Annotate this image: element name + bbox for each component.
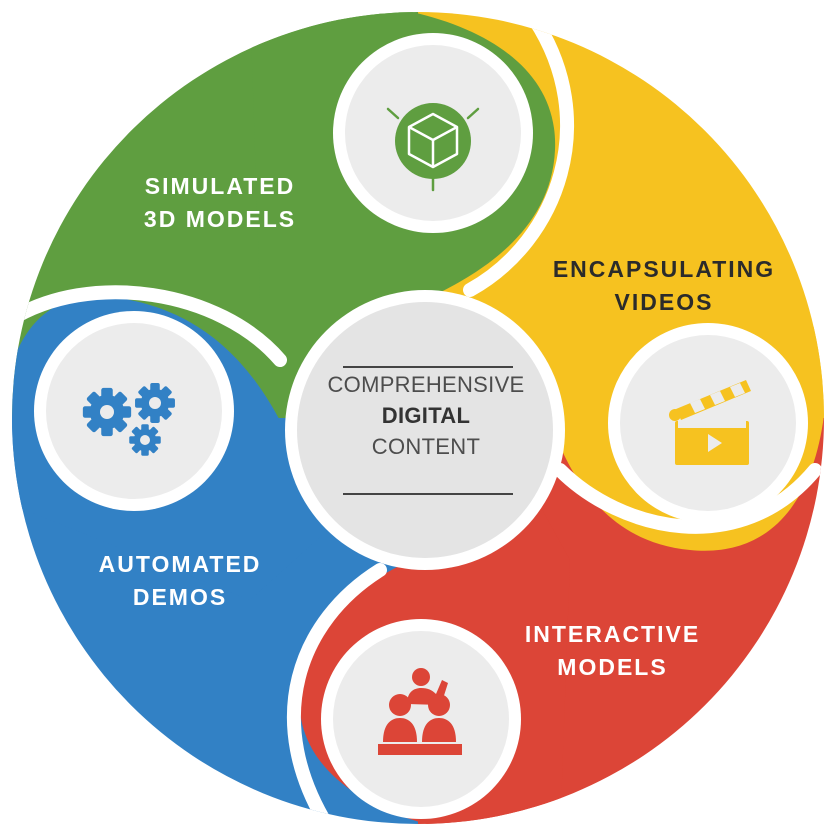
clapperboard-icon	[669, 380, 751, 465]
center-line1: COMPREHENSIVE	[327, 372, 525, 397]
label-blue: AUTOMATED DEMOS	[80, 548, 280, 614]
center-line2: DIGITAL	[381, 403, 471, 428]
cube-icon	[386, 103, 480, 192]
separator-red-blue	[286, 563, 387, 824]
separator-blue-green	[12, 285, 287, 367]
label-red-line1: INTERACTIVE	[524, 621, 701, 647]
label-yellow: ENCAPSULATING VIDEOS	[540, 253, 788, 319]
center-title: COMPREHENSIVE DIGITAL CONTENT	[301, 369, 551, 462]
label-blue-line1: AUTOMATED	[98, 551, 262, 577]
label-red-line2: MODELS	[557, 654, 668, 680]
label-green-line1: SIMULATED	[144, 173, 296, 199]
separator-yellow-red	[553, 463, 822, 534]
icon-circle-blue-inner	[46, 323, 222, 499]
label-green: SIMULATED 3D MODELS	[120, 170, 320, 236]
label-red: INTERACTIVE MODELS	[505, 618, 720, 684]
separator-green-yellow	[463, 13, 574, 297]
label-blue-line2: DEMOS	[132, 584, 228, 610]
label-yellow-line1: ENCAPSULATING	[552, 256, 776, 282]
icon-circle-red-inner	[333, 631, 509, 807]
label-yellow-line2: VIDEOS	[614, 289, 714, 315]
center-line3: CONTENT	[371, 434, 481, 459]
label-green-line2: 3D MODELS	[143, 206, 297, 232]
gears-icon	[82, 383, 175, 456]
presenter-icon	[378, 668, 462, 755]
